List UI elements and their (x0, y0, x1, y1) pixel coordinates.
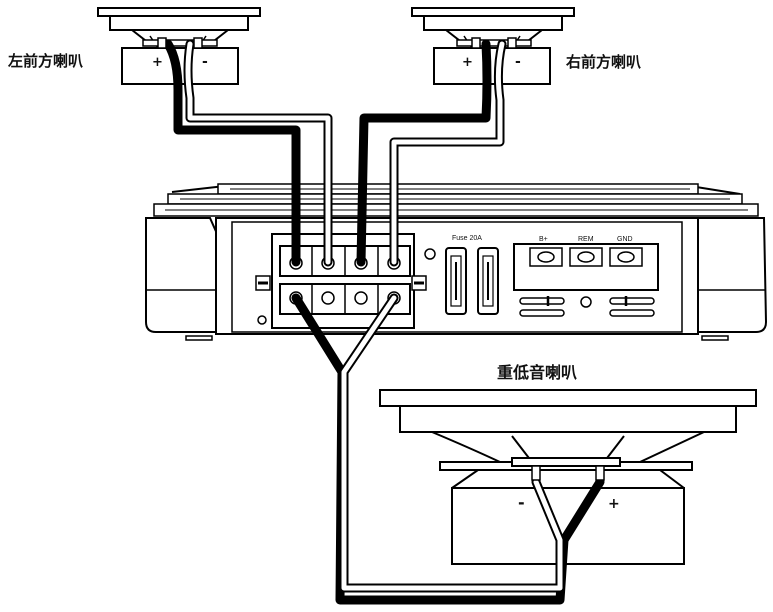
front-right-plus: + (462, 55, 473, 70)
fuse-label: Fuse 20A (452, 235, 482, 242)
front-left-plus: + (152, 55, 163, 70)
wire-front-left-positive (163, 39, 301, 267)
front-right-minus: - (515, 54, 521, 70)
front-right-speaker: + - (411, 7, 575, 85)
terminal-bplus-label: B+ (539, 236, 548, 243)
front-left-minus: - (202, 54, 208, 70)
wire-front-right-positive (356, 39, 492, 267)
terminal-rem-label: REM (578, 236, 594, 243)
front-left-label: 左前方喇叭 (7, 52, 83, 70)
amplifier: Fuse 20A B+ REM GND (145, 183, 768, 341)
terminal-gnd-label: GND (617, 236, 633, 243)
front-right-label: 右前方喇叭 (566, 53, 641, 71)
wiring (163, 39, 605, 605)
subwoofer-plus: + (608, 496, 620, 512)
subwoofer-label: 重低音喇叭 (497, 363, 577, 382)
subwoofer-minus: - (518, 493, 525, 512)
wire-sub-positive (291, 293, 605, 605)
